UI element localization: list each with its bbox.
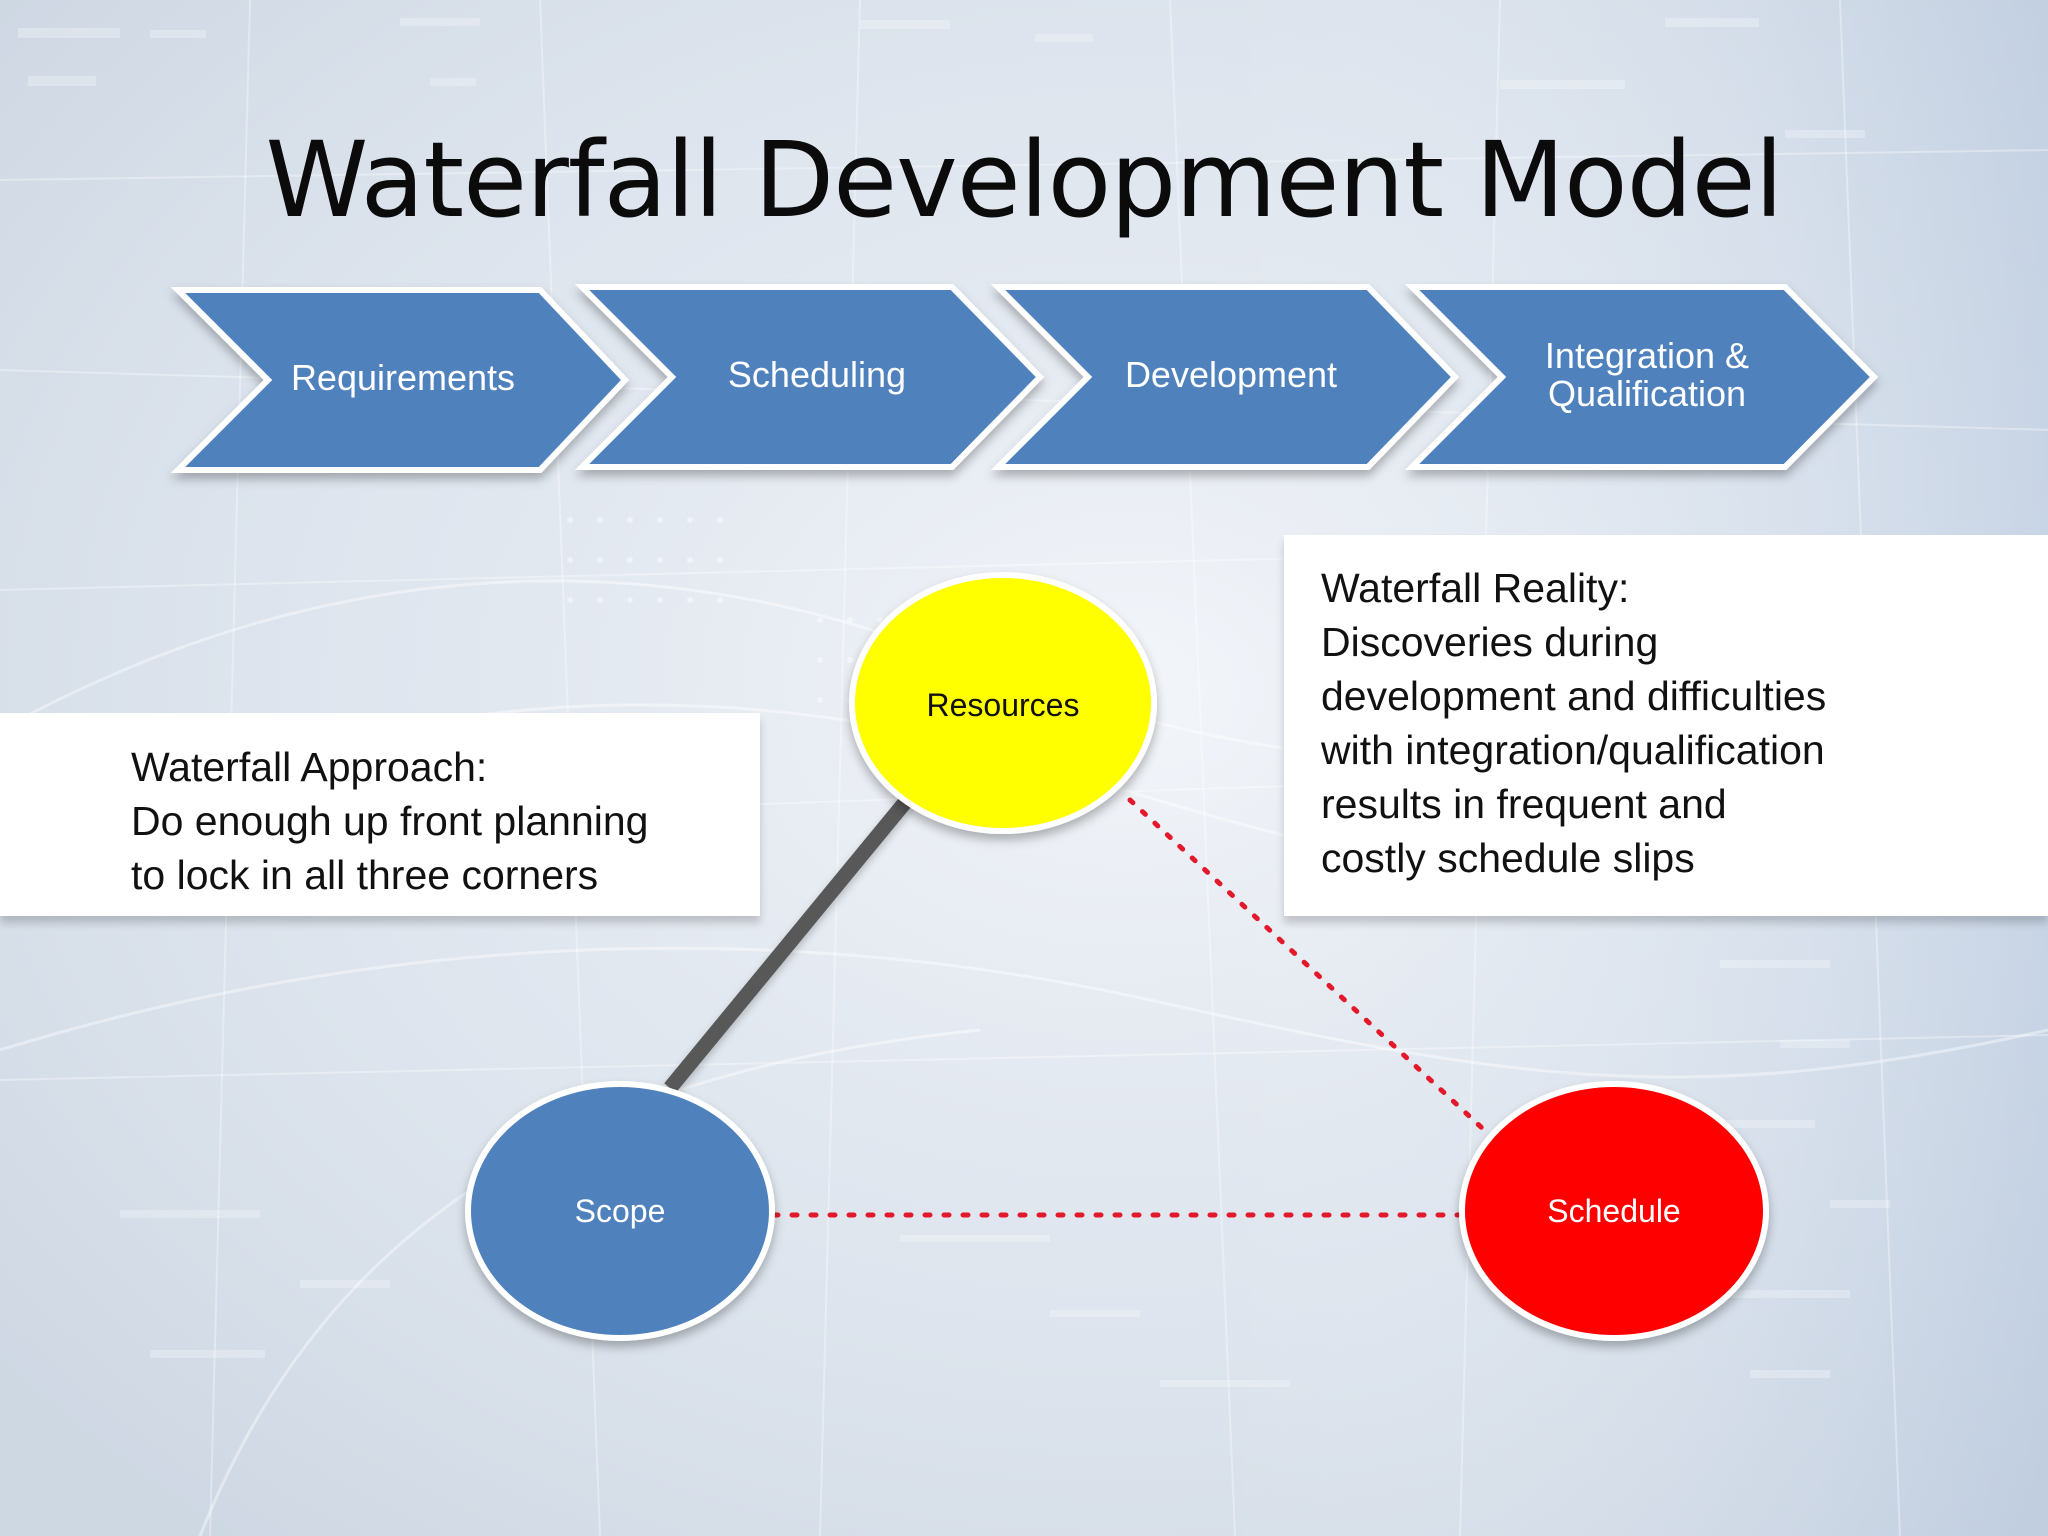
stage-label-development: Development (1124, 354, 1338, 396)
schedule-label: Schedule (1547, 1193, 1681, 1229)
reality-note-line: costly schedule slips (1321, 835, 1695, 881)
scope-label: Scope (574, 1193, 666, 1229)
reality-note-line: development and difficulties (1321, 673, 1827, 719)
schedule-node (1459, 1081, 1769, 1341)
waterfall-reality-note: Waterfall Reality: Discoveries during de… (1284, 535, 2048, 916)
stage-label-requirements: Requirements (290, 357, 516, 399)
approach-note-line: to lock in all three corners (131, 852, 599, 898)
integration-qualification-arrow (1404, 284, 1879, 470)
development-arrow (990, 284, 1460, 470)
reality-note-line: with integration/qualification (1321, 727, 1825, 773)
resources-label: Resources (926, 687, 1080, 723)
reality-note-line: Discoveries during (1321, 619, 1659, 665)
scope-resources-solid-link (664, 795, 913, 1093)
reality-note-line: results in frequent and (1321, 781, 1727, 827)
resources-schedule-dotted-link (1127, 797, 1485, 1131)
reality-note-line: Waterfall Reality: (1321, 565, 1630, 611)
approach-note-line: Do enough up front planning (131, 798, 649, 844)
stage-label-integration-qualification: Integration & Qualification (1544, 335, 1750, 414)
scope-node (465, 1081, 775, 1341)
stage-label-scheduling: Scheduling (727, 354, 907, 396)
scheduling-arrow (574, 284, 1045, 470)
requirements-arrow (170, 287, 630, 473)
page-title: Waterfall Development Model (265, 119, 1783, 241)
waterfall-approach-note: Waterfall Approach: Do enough up front p… (0, 713, 760, 916)
approach-note-line: Waterfall Approach: (131, 744, 488, 790)
resources-node (849, 572, 1157, 834)
